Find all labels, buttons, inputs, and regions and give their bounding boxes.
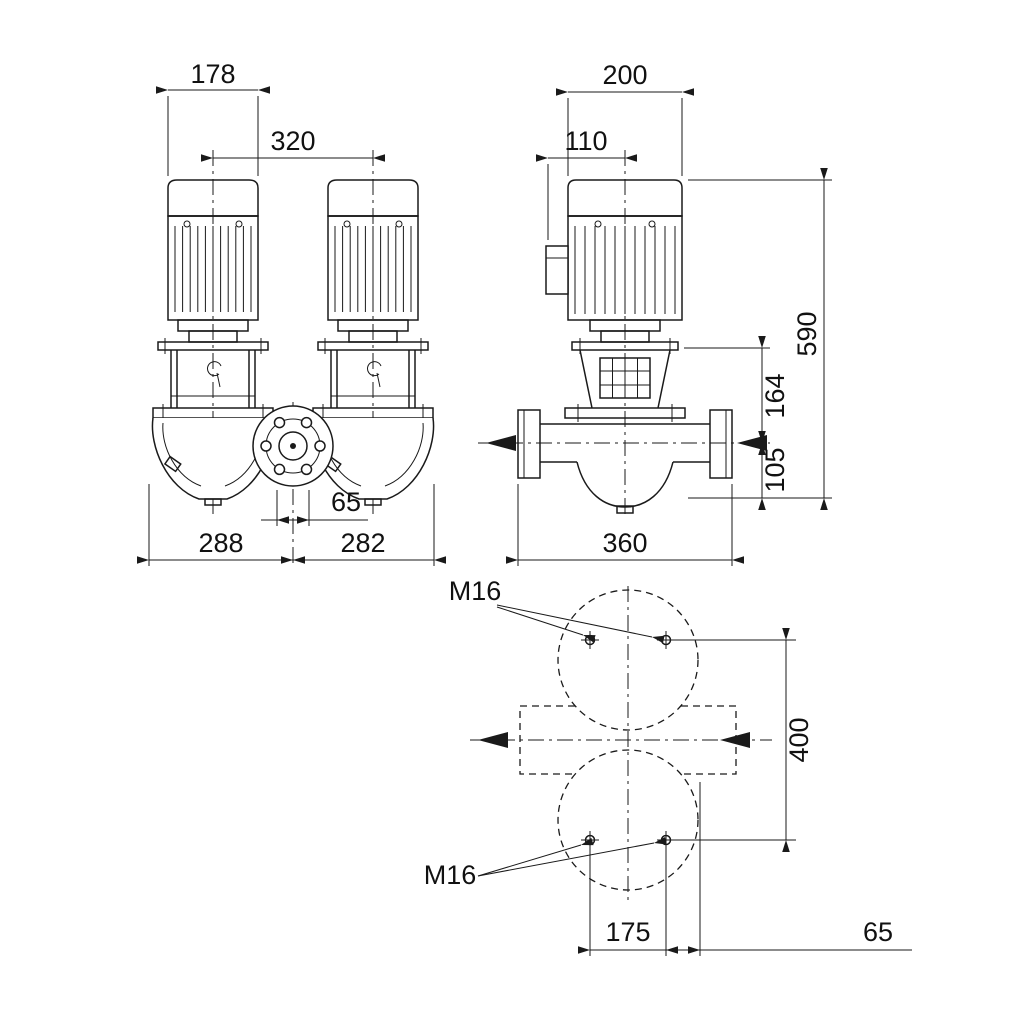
dim-flange-span: 400 xyxy=(674,628,814,852)
discharge-flange xyxy=(709,409,733,479)
centerlines xyxy=(212,150,374,568)
motor-stool-flange xyxy=(571,341,679,351)
footprint-bottom-head xyxy=(557,749,699,891)
dim-port-height: 105 xyxy=(758,431,790,510)
flow-arrow-left-icon xyxy=(486,435,516,451)
dim-bolt-edge-offset: 65 xyxy=(666,782,912,956)
dim-port-height-value: 105 xyxy=(760,447,790,492)
dim-width-right: 282 xyxy=(281,528,446,564)
dim-terminal-box: 110 xyxy=(536,126,637,240)
bolt-callout-top: M16 xyxy=(449,576,665,644)
fan-cover xyxy=(567,179,683,217)
dim-housing-length-value: 360 xyxy=(602,528,647,558)
dim-terminal-box-value: 110 xyxy=(564,126,607,156)
bolt-callout-bottom: M16 xyxy=(424,837,667,890)
dim-bolt-edge-offset-value: 65 xyxy=(863,917,893,947)
volute-nub xyxy=(616,505,634,514)
dim-motor-centers: 320 xyxy=(201,126,385,162)
dim-overall-height: 590 xyxy=(688,168,832,510)
centerlines xyxy=(478,150,770,515)
footprint-left-flange xyxy=(519,705,575,775)
dim-bolt-spacing: 175 xyxy=(578,846,678,956)
dim-motor-width: 178 xyxy=(156,59,270,176)
flow-arrow-right-icon xyxy=(720,732,750,748)
footprint-top-head xyxy=(557,589,699,731)
dim-bolt-spacing-value: 175 xyxy=(605,917,650,947)
dim-flange-offset-value: 65 xyxy=(331,487,361,517)
volute-casing xyxy=(576,461,674,508)
dim-overall-height-value: 590 xyxy=(792,311,822,356)
dim-motor-centers-value: 320 xyxy=(270,126,315,156)
bolt-label-bottom: M16 xyxy=(424,860,477,890)
bolt-label-top: M16 xyxy=(449,576,502,606)
motor-fins xyxy=(574,226,676,314)
pump-flange-plate xyxy=(564,407,686,419)
center-flange-front xyxy=(252,405,334,487)
front-view: 178 320 65 288 282 xyxy=(137,59,446,568)
dim-stool-height: 164 xyxy=(684,336,790,455)
side-view: 200 110 590 164 105 360 xyxy=(478,60,832,566)
dim-width-left-value: 288 xyxy=(198,528,243,558)
dim-motor-depth-value: 200 xyxy=(602,60,647,90)
flow-arrow-left-icon xyxy=(478,732,508,748)
dim-housing-length: 360 xyxy=(506,484,744,566)
dim-width-left: 288 xyxy=(137,484,435,566)
dim-width-right-value: 282 xyxy=(340,528,385,558)
dim-motor-depth: 200 xyxy=(556,60,694,176)
dim-flange-span-value: 400 xyxy=(784,717,814,762)
lantern-sides xyxy=(579,349,671,409)
suction-flange xyxy=(517,409,541,479)
dim-motor-width-value: 178 xyxy=(190,59,235,89)
plan-view: M16 M16 400 175 65 xyxy=(424,576,912,956)
terminal-box xyxy=(545,245,569,295)
centerlines xyxy=(470,586,772,900)
dim-stool-height-value: 164 xyxy=(760,373,790,418)
dim-flange-offset: 65 xyxy=(261,487,368,526)
